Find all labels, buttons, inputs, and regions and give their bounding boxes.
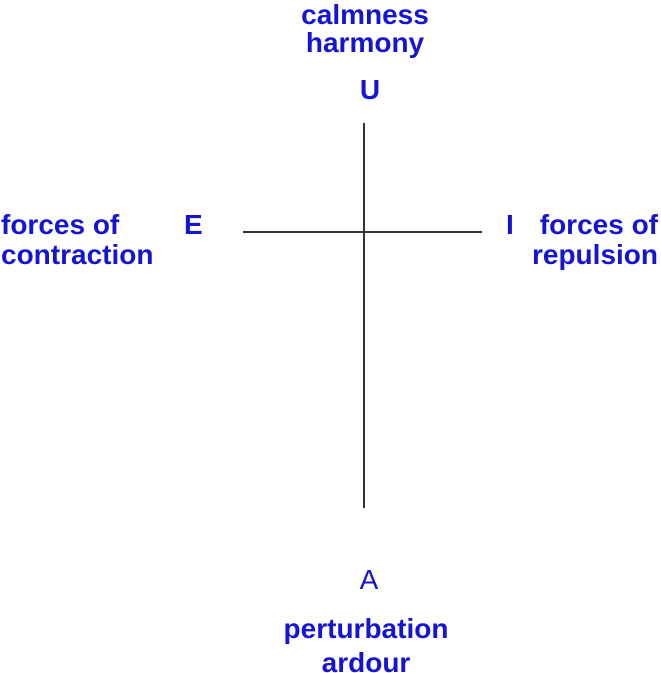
right-pole-line2: repulsion [531, 239, 658, 270]
bottom-pole-line1: perturbation [283, 613, 449, 644]
vertical-axis-line [363, 123, 365, 508]
vowel-i-label: I [506, 209, 514, 240]
horizontal-axis-line [243, 231, 482, 233]
vowel-e-label: E [184, 209, 203, 240]
left-pole-line1: forces of [1, 209, 120, 240]
vowel-u-label: U [359, 74, 381, 105]
top-pole-line1: calmness [301, 0, 429, 30]
left-pole-line2: contraction [1, 239, 154, 270]
bottom-pole-line2: ardour [321, 647, 411, 673]
top-pole-label: calmness harmony [301, 1, 429, 57]
top-pole-line2: harmony [305, 27, 425, 58]
right-pole-line1: forces of [539, 209, 658, 240]
bottom-pole-label: perturbation ardour [284, 612, 449, 673]
right-pole-label: forces of repulsion [532, 210, 658, 270]
vowel-a-label: A [359, 564, 379, 595]
left-pole-label: forces of contraction [1, 210, 153, 270]
